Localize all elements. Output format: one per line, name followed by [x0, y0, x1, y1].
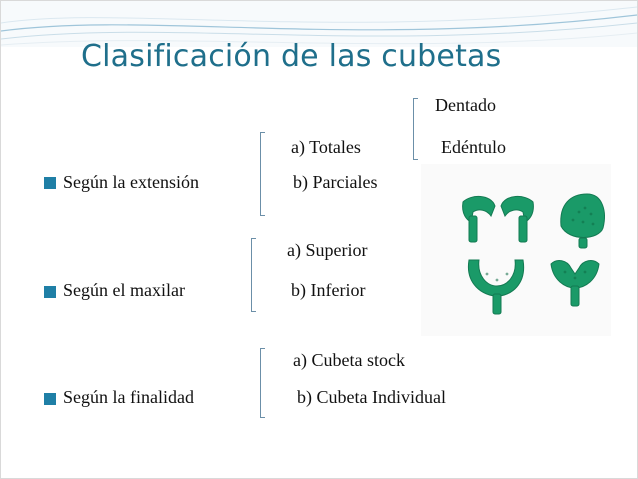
sub-option-dentado: Dentado: [435, 95, 496, 115]
option-superior: a) Superior: [287, 240, 368, 260]
dental-trays-photo: [421, 164, 611, 336]
brace-extension: [260, 132, 265, 216]
decorative-header-swoosh: [1, 1, 637, 47]
option-totales: a) Totales: [291, 137, 361, 157]
brace-finalidad: [260, 348, 265, 418]
bullet-icon: [44, 177, 56, 189]
section-label-finalidad: Según la finalidad: [63, 387, 194, 407]
brace-sub-options: [413, 98, 418, 160]
sub-option-edentulo: Edéntulo: [441, 137, 506, 157]
option-cubeta-individual: b) Cubeta Individual: [297, 387, 446, 407]
section-label-maxilar: Según el maxilar: [63, 280, 185, 300]
brace-maxilar: [251, 238, 256, 312]
bullet-icon: [44, 286, 56, 298]
option-parciales: b) Parciales: [293, 172, 378, 192]
option-cubeta-stock: a) Cubeta stock: [293, 350, 405, 370]
bullet-icon: [44, 393, 56, 405]
page-title: Clasificación de las cubetas: [81, 39, 502, 74]
option-inferior: b) Inferior: [291, 280, 366, 300]
section-label-extension: Según la extensión: [63, 172, 199, 192]
dental-trays-illustration: [462, 193, 605, 315]
